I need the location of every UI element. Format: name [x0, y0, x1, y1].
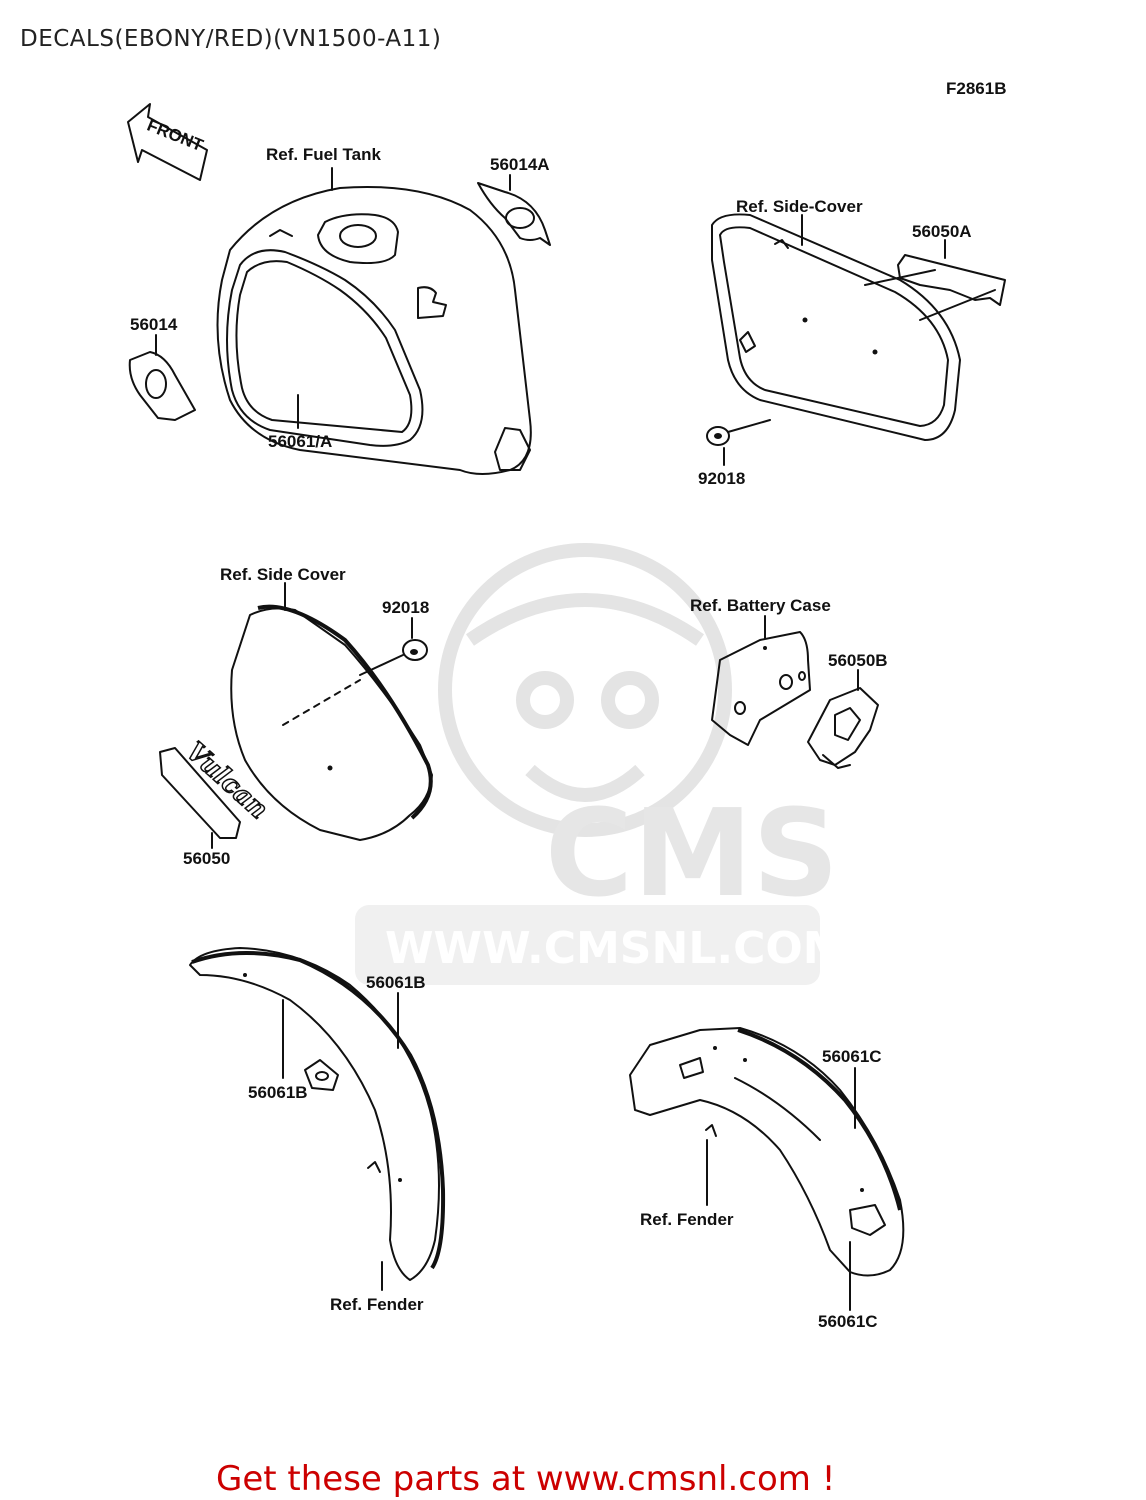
label-92018-mid: 92018: [382, 598, 429, 617]
label-56061B-top: 56061B: [366, 973, 426, 992]
grommet-92018-top-drawing: [706, 419, 771, 446]
rear-fender-drawing: [629, 1027, 905, 1277]
watermark-url: WWW.CMSNL.COM: [385, 923, 847, 974]
label-56050: 56050: [183, 849, 230, 868]
label-ref-fuel-tank: Ref. Fuel Tank: [266, 145, 381, 164]
side-cover-right-drawing: [711, 213, 961, 441]
figure-code: F2861B: [946, 79, 1006, 98]
decal-vulcan-emblem-drawing: Vulcan: [159, 736, 274, 839]
front-arrow-icon: FRONT: [127, 103, 208, 181]
label-ref-fender-front: Ref. Fender: [330, 1295, 424, 1314]
label-56050A: 56050A: [912, 222, 972, 241]
label-ref-side-cover-left: Ref. Side Cover: [220, 565, 346, 584]
label-56061C-top: 56061C: [822, 1047, 882, 1066]
fuel-tank-drawing: [216, 185, 532, 475]
watermark-mascot-head: [438, 543, 732, 837]
label-56061B-side: 56061B: [248, 1083, 308, 1102]
label-56050B: 56050B: [828, 651, 888, 670]
label-ref-side-cover-right: Ref. Side-Cover: [736, 197, 863, 216]
label-ref-fender-rear: Ref. Fender: [640, 1210, 734, 1229]
label-ref-battery-case: Ref. Battery Case: [690, 596, 831, 615]
watermark: CMS WWW.CMSNL.COM: [355, 543, 847, 985]
decal-56050B-drawing: [807, 687, 879, 769]
label-56014A: 56014A: [490, 155, 550, 174]
decal-56014A-drawing: [477, 182, 551, 246]
label-56061C-bottom: 56061C: [818, 1312, 878, 1331]
watermark-brand: CMS: [545, 785, 839, 924]
decal-56014-drawing: [128, 351, 196, 421]
label-56061A: 56061/A: [268, 432, 332, 451]
battery-case-drawing: [711, 631, 811, 746]
decal-56050A-drawing: [864, 254, 1006, 321]
front-fender-drawing: [189, 947, 446, 1281]
front-arrow-label: FRONT: [144, 116, 206, 156]
label-56014: 56014: [130, 315, 178, 334]
grommet-92018-mid-drawing: [359, 639, 428, 676]
page-title: DECALS(EBONY/RED)(VN1500-A11): [20, 26, 441, 52]
side-cover-left-drawing: [230, 604, 433, 841]
label-92018-top: 92018: [698, 469, 745, 488]
watermark-banner: [355, 905, 820, 985]
footer-link[interactable]: Get these parts at www.cmsnl.com !: [216, 1459, 835, 1499]
